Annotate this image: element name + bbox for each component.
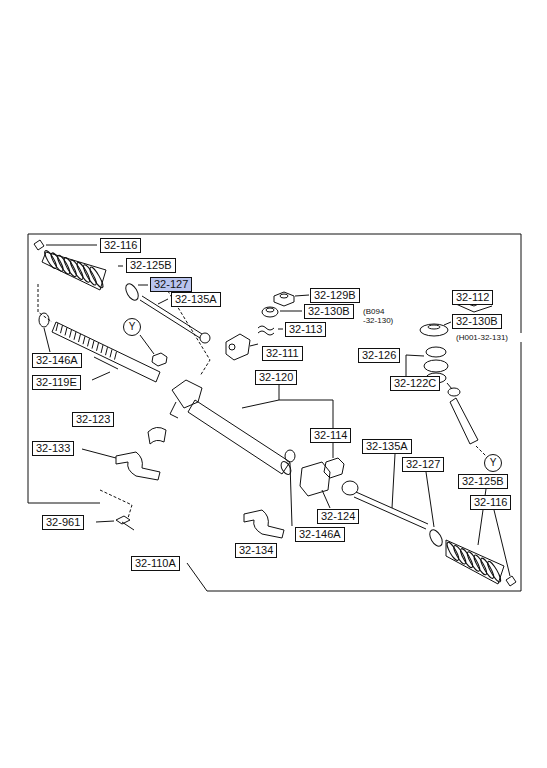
callout-number: 32-116 bbox=[470, 495, 511, 510]
boot-rib bbox=[88, 266, 105, 289]
callout-number: 32-961 bbox=[42, 515, 84, 530]
callout-number: 32-110A bbox=[131, 556, 180, 571]
callout-number: 32-112 bbox=[452, 290, 493, 305]
rack-tooth bbox=[74, 332, 76, 340]
callout-number: 32-125B bbox=[458, 474, 508, 489]
callout-number: 32-120 bbox=[255, 370, 297, 385]
callout-number: 32-129B bbox=[310, 288, 360, 303]
callout-number: 32-127 bbox=[150, 277, 192, 292]
callout-number: 32-119E bbox=[32, 375, 81, 390]
rack-tooth bbox=[70, 330, 72, 338]
rack-tooth bbox=[97, 343, 99, 351]
rack-tooth bbox=[79, 334, 81, 342]
rack-tooth bbox=[61, 325, 63, 333]
callout-number: 32-135A bbox=[171, 292, 221, 307]
callout-number: 32-123 bbox=[72, 412, 114, 427]
callout-number: 32-116 bbox=[100, 238, 141, 253]
view-marker: Y bbox=[484, 454, 502, 472]
part-note: (B094 -32-130) bbox=[363, 307, 397, 325]
callout-number: 32-133 bbox=[32, 441, 74, 456]
rack-tooth bbox=[115, 352, 117, 360]
callout-number: 32-134 bbox=[235, 543, 277, 558]
callout-number: 32-135A bbox=[362, 439, 412, 454]
rack-tooth bbox=[83, 336, 85, 344]
rack-tooth bbox=[101, 345, 103, 353]
callout-number: 32-114 bbox=[310, 428, 351, 443]
rack-tooth bbox=[106, 347, 108, 355]
boot-rib bbox=[486, 560, 503, 583]
rack-tooth bbox=[56, 323, 58, 331]
callout-number: 32-111 bbox=[262, 346, 303, 361]
callout-number: 32-130B bbox=[452, 314, 502, 329]
callout-number: 32-124 bbox=[317, 509, 359, 524]
rack-tooth bbox=[110, 349, 112, 357]
callout-number: 32-125B bbox=[126, 258, 176, 273]
callout-number: 32-127 bbox=[402, 457, 444, 472]
part-note: (H001-32-131) bbox=[456, 333, 526, 342]
callout-number: 32-126 bbox=[358, 348, 400, 363]
rack-tooth bbox=[65, 327, 67, 335]
callout-number: 32-146A bbox=[32, 353, 82, 368]
callout-number: 32-113 bbox=[285, 322, 326, 337]
callout-number: 32-130B bbox=[304, 304, 354, 319]
view-marker: Y bbox=[123, 318, 141, 336]
rack-tooth bbox=[88, 338, 90, 346]
callout-number: 32-146A bbox=[295, 527, 345, 542]
rack-tooth bbox=[92, 341, 94, 349]
callout-number: 32-122C bbox=[390, 376, 440, 391]
